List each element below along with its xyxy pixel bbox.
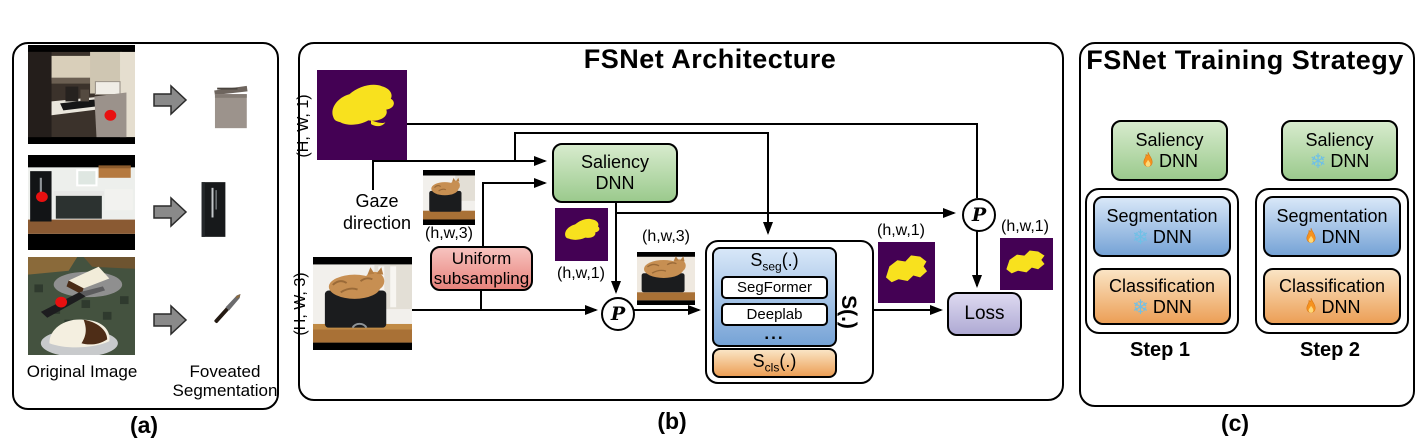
sseg-label: Sseg(.) xyxy=(750,250,798,274)
sseg-label-args: (.) xyxy=(781,250,799,270)
uniform-subsampling-label-line1: Uniform xyxy=(451,248,512,268)
step2-classification-dnn-text: DNN xyxy=(1321,296,1361,317)
original-photo-kitchen-1 xyxy=(28,45,135,144)
photo-cat-original xyxy=(313,257,412,350)
segment-refrigerator xyxy=(201,182,226,237)
warp-operator-p2: P xyxy=(962,198,996,232)
sseg-label-base: S xyxy=(750,250,763,270)
scls-box: Scls(.) xyxy=(712,348,837,378)
snowflake-icon: ❄ xyxy=(1132,294,1149,319)
scls-label-args: (.) xyxy=(779,350,797,371)
sseg-label-sub: seg xyxy=(762,259,782,274)
original-photo-kitchen-2 xyxy=(28,155,135,250)
gaze-direction-line1: Gaze xyxy=(355,191,399,211)
segformer-label: SegFormer xyxy=(736,279,813,297)
step1-classification-dnn-text: DNN xyxy=(1152,296,1192,317)
step2-segmentation-label: Segmentation xyxy=(1276,205,1388,226)
step1-saliency-label: Saliency xyxy=(1135,129,1204,150)
dim-label-hw3-subsampled: (h,w,3) xyxy=(424,225,473,242)
p1-symbol: P xyxy=(610,303,626,325)
more-models-ellipsis: ... xyxy=(764,324,785,344)
original-photo-cake xyxy=(28,257,135,355)
panel-c-tag: (c) xyxy=(1220,410,1250,436)
fire-icon xyxy=(1304,227,1318,246)
gaze-direction-line2: direction xyxy=(342,213,412,233)
photo-cat-foveated xyxy=(637,252,695,305)
scls-label-base: S xyxy=(752,350,765,371)
step2-saliency-dnn-text: DNN xyxy=(1330,150,1370,171)
dim-label-HW3: (H, W, 3) xyxy=(292,272,309,336)
step1-classification-dnn-box: Classification ❄DNN xyxy=(1093,268,1231,325)
deeplab-label: Deeplab xyxy=(746,306,803,324)
photo-cat-subsampled xyxy=(423,170,475,225)
step2-segmentation-dnn-box: Segmentation DNN xyxy=(1263,196,1401,257)
step2-saliency-label: Saliency xyxy=(1305,129,1374,150)
mask-warped-gt xyxy=(1000,238,1053,290)
step2-segmentation-dnn-text: DNN xyxy=(1321,226,1361,247)
saliency-dnn-box: Saliency DNN xyxy=(552,143,678,203)
saliency-dnn-label-line1: Saliency xyxy=(580,152,650,173)
s-outer-label: S(.) xyxy=(836,280,860,344)
original-image-label: Original Image xyxy=(26,362,138,381)
uniform-subsampling-box: Uniform subsampling xyxy=(430,246,533,291)
fire-icon xyxy=(1304,297,1318,316)
panel-b-tag: (b) xyxy=(657,408,687,434)
scls-label: Scls(.) xyxy=(753,351,797,375)
p2-symbol: P xyxy=(971,204,987,226)
dim-label-hw1-pred: (h,w,1) xyxy=(876,222,925,239)
uniform-subsampling-label-line2: subsampling xyxy=(433,268,530,288)
mask-ground-truth xyxy=(317,70,407,160)
warp-operator-p1: P xyxy=(601,297,635,331)
panel-c-title: FSNet Training Strategy xyxy=(1086,45,1404,75)
panel-b-title: FSNet Architecture xyxy=(583,44,837,74)
foveated-label-line2: Segmentation xyxy=(172,381,278,400)
foveated-label-line1: Foveated xyxy=(189,362,261,381)
s-outer-label-args: (.) xyxy=(837,309,860,329)
segformer-box: SegFormer xyxy=(721,276,828,300)
step1-label: Step 1 xyxy=(1129,339,1191,361)
panel-a-tag: (a) xyxy=(129,412,159,438)
step2-label: Step 2 xyxy=(1299,339,1361,361)
step1-classification-label: Classification xyxy=(1108,275,1216,296)
step2-classification-label: Classification xyxy=(1278,275,1386,296)
snowflake-icon: ❄ xyxy=(1132,224,1149,249)
s-outer-label-base: S xyxy=(837,295,860,310)
step2-saliency-dnn-box: Saliency ❄DNN xyxy=(1281,120,1398,181)
sseg-box: Sseg(.) SegFormer Deeplab ... xyxy=(712,247,837,347)
dim-label-HW1: (H, W, 1) xyxy=(295,94,312,158)
step2-classification-dnn-box: Classification DNN xyxy=(1263,268,1401,325)
step1-segmentation-label: Segmentation xyxy=(1106,205,1218,226)
deeplab-box: Deeplab xyxy=(721,303,828,327)
step1-segmentation-dnn-text: DNN xyxy=(1152,226,1192,247)
step1-saliency-dnn-text: DNN xyxy=(1159,150,1198,171)
dim-label-hw3-foveated: (h,w,3) xyxy=(641,228,690,245)
step1-segmentation-dnn-box: Segmentation ❄DNN xyxy=(1093,196,1231,257)
dim-label-hw1-warped: (h,w,1) xyxy=(1000,218,1049,235)
fire-icon xyxy=(1141,151,1155,170)
step1-saliency-dnn-box: Saliency DNN xyxy=(1111,120,1228,181)
loss-box: Loss xyxy=(947,292,1022,336)
segment-dishwasher xyxy=(214,85,248,129)
saliency-dnn-label-line2: DNN xyxy=(595,173,635,193)
dim-label-hw1-saliency: (h,w,1) xyxy=(556,265,605,282)
segment-knife xyxy=(214,294,241,324)
snowflake-icon: ❄ xyxy=(1309,148,1327,173)
mask-saliency-output xyxy=(555,208,608,261)
scls-label-sub: cls xyxy=(764,360,780,375)
mask-predicted xyxy=(878,242,935,303)
loss-label: Loss xyxy=(964,303,1005,325)
